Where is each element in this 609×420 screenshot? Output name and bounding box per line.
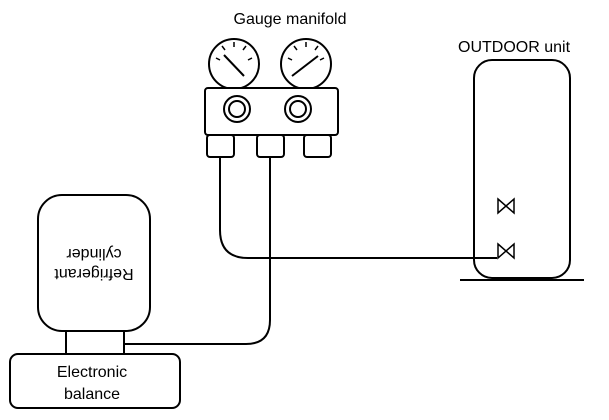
gauge-needle <box>291 55 319 77</box>
hose-port-left <box>206 134 235 158</box>
refrigerant-cylinder <box>37 194 151 332</box>
electronic-balance-label-line1: Electronic <box>57 364 127 381</box>
gauge-right <box>280 38 332 90</box>
refrigerant-cylinder-label: Refrigerant cylinder <box>54 245 134 282</box>
refrigerant-cylinder-label-line2: cylinder <box>66 245 122 262</box>
outdoor-unit-body <box>473 59 571 279</box>
outdoor-unit-label: OUTDOOR unit <box>458 39 571 56</box>
valve-knob-left <box>223 95 251 123</box>
service-valve-lower <box>497 242 515 260</box>
hose-port-center <box>256 134 285 158</box>
hose-to-outdoor-unit <box>219 157 497 259</box>
hose-to-cylinder <box>125 157 271 345</box>
electronic-balance <box>9 353 181 409</box>
valve-knob-right <box>284 95 312 123</box>
electronic-balance-label-line2: balance <box>64 386 120 403</box>
gauge-manifold-label: Gauge manifold <box>234 11 347 28</box>
cylinder-neck <box>65 330 125 355</box>
refrigerant-cylinder-label-line1: Refrigerant <box>54 265 134 282</box>
service-valve-upper <box>497 197 515 215</box>
gauge-needle <box>223 54 245 77</box>
gauge-left <box>208 38 260 90</box>
hose-port-right <box>303 134 332 158</box>
